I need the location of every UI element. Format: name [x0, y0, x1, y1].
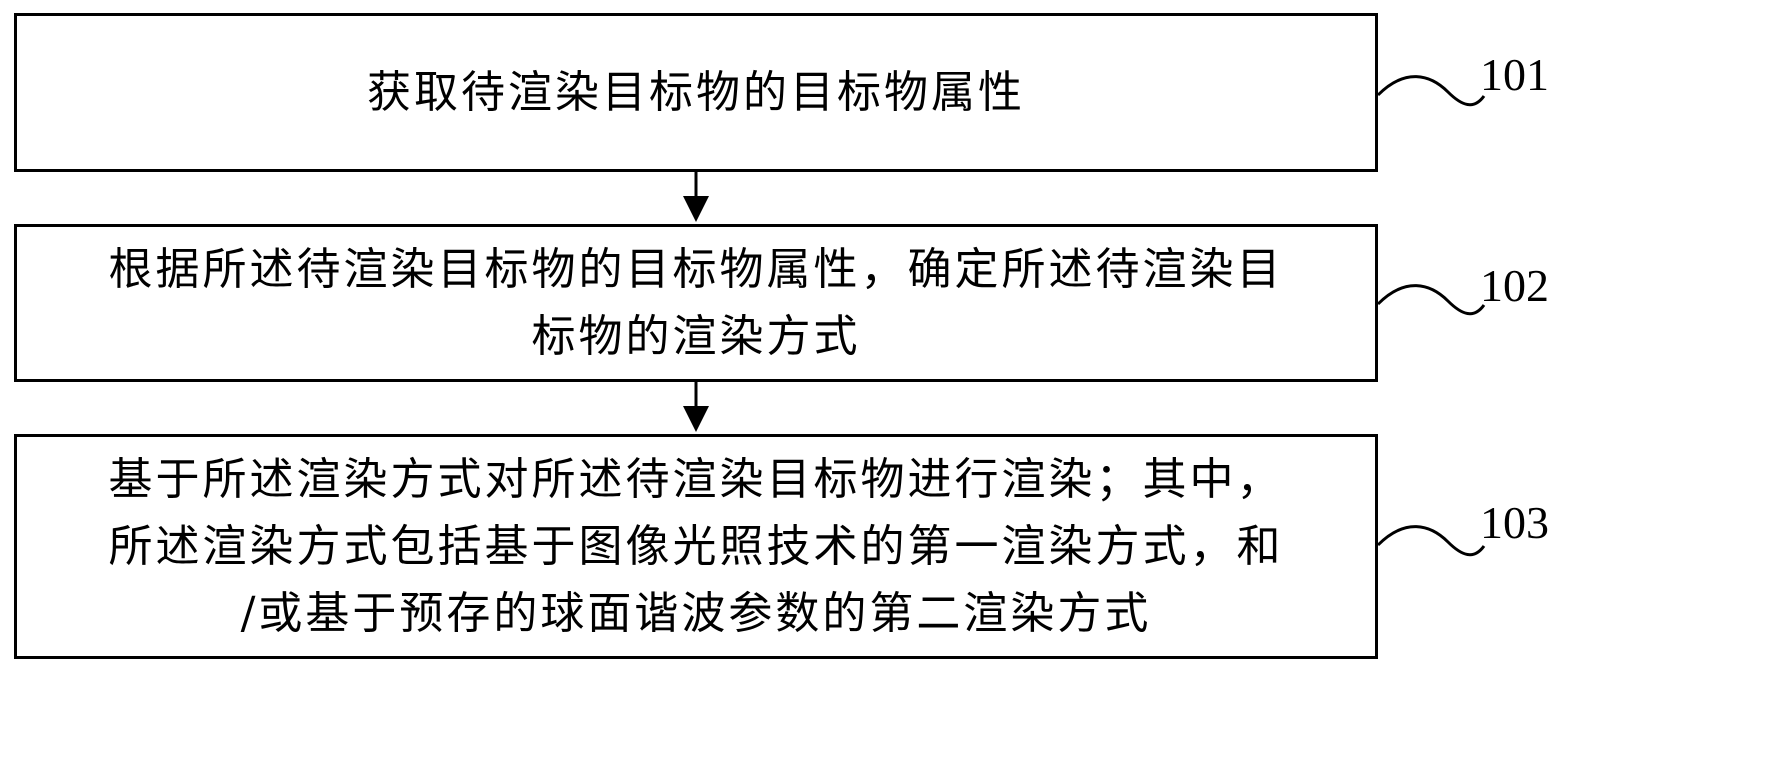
step-text-103: 基于所述渲染方式对所述待渲染目标物进行渲染；其中， 所述渲染方式包括基于图像光照…	[109, 446, 1284, 647]
step-box-103: 基于所述渲染方式对所述待渲染目标物进行渲染；其中， 所述渲染方式包括基于图像光照…	[14, 434, 1378, 659]
step-102-line-1: 根据所述待渲染目标物的目标物属性，确定所述待渲染目	[108, 244, 1284, 295]
leader-line-101	[1376, 75, 1486, 107]
step-102-line-2: 标物的渲染方式	[531, 311, 861, 362]
step-number-102: 102	[1480, 260, 1549, 311]
step-number-103: 103	[1480, 497, 1549, 548]
step-103-line-3: /或基于预存的球面谐波参数的第二渲染方式	[240, 588, 1152, 639]
step-103-line-2: 所述渲染方式包括基于图像光照技术的第一渲染方式，和	[108, 521, 1284, 572]
arrow-101-to-102	[683, 172, 709, 222]
step-box-101: 获取待渲染目标物的目标物属性	[14, 13, 1378, 172]
step-number-101: 101	[1480, 49, 1549, 100]
arrow-102-to-103	[683, 382, 709, 432]
step-text-101: 获取待渲染目标物的目标物属性	[367, 58, 1025, 128]
step-text-102: 根据所述待渲染目标物的目标物属性，确定所述待渲染目 标物的渲染方式	[109, 236, 1284, 370]
step-101-line-1: 获取待渲染目标物的目标物属性	[367, 66, 1025, 118]
leader-line-102	[1376, 284, 1486, 316]
step-103-line-1: 基于所述渲染方式对所述待渲染目标物进行渲染；其中，	[108, 454, 1284, 505]
step-box-102: 根据所述待渲染目标物的目标物属性，确定所述待渲染目 标物的渲染方式	[14, 224, 1378, 382]
leader-line-103	[1376, 525, 1486, 557]
